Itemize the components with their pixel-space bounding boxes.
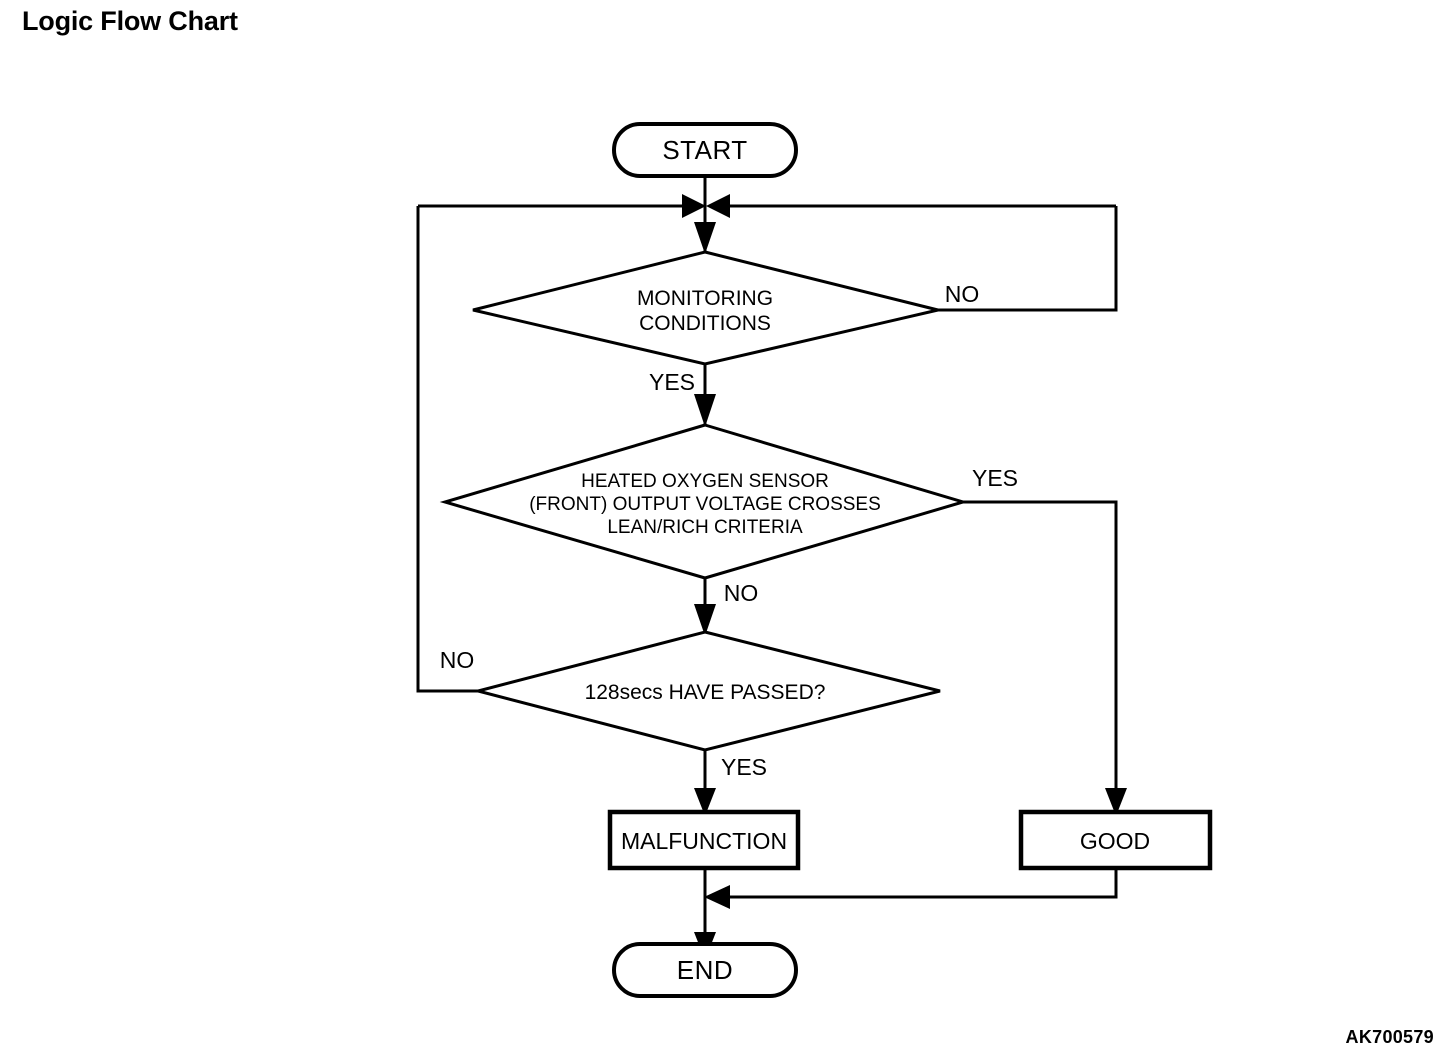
node-oxygen-label-line2: (FRONT) OUTPUT VOLTAGE CROSSES: [529, 494, 881, 515]
node-oxygen-sensor-check[interactable]: [439, 423, 969, 580]
node-malfunction[interactable]: [607, 809, 801, 871]
edge-label-o2-no: NO: [724, 580, 759, 606]
arrowhead-loop-left: [682, 194, 706, 218]
page-title: Logic Flow Chart: [22, 6, 238, 36]
arrowhead-good-merge: [704, 885, 730, 909]
arrowhead-into-timer: [694, 604, 716, 636]
edge-timer-no: [416, 206, 478, 693]
node-oxygen-label-line3: LEAN/RICH CRITERIA: [607, 517, 803, 538]
arrowhead-into-good: [1105, 788, 1127, 816]
edge-label-monitoring-no: NO: [945, 281, 980, 307]
node-timer-check[interactable]: [472, 630, 941, 752]
edge-label-timer-yes: YES: [721, 754, 767, 780]
node-malfunction-label: MALFUNCTION: [621, 828, 787, 854]
watermark-code: AK700579: [1345, 1027, 1434, 1047]
edge-label-monitoring-yes: YES: [649, 369, 695, 395]
node-timer-label: 128secs HAVE PASSED?: [585, 681, 826, 704]
edge-label-o2-yes: YES: [972, 465, 1018, 491]
node-start-label: START: [662, 135, 747, 165]
edge-good-to-end: [722, 868, 1118, 899]
edge-monitoring-no: [938, 206, 1118, 312]
node-monitoring-label-line1: MONITORING: [637, 287, 773, 310]
node-good[interactable]: [1018, 809, 1213, 871]
node-start[interactable]: [612, 122, 798, 178]
node-good-label: GOOD: [1080, 828, 1150, 854]
edge-o2-yes-to-good: [963, 500, 1118, 800]
arrowhead-into-monitoring: [694, 222, 716, 254]
node-end[interactable]: [612, 942, 798, 998]
arrowhead-into-malfunction: [694, 788, 716, 816]
node-oxygen-label-line1: HEATED OXYGEN SENSOR: [581, 471, 829, 492]
node-end-label: END: [677, 955, 733, 985]
edge-label-timer-no: NO: [440, 647, 475, 673]
node-monitoring-label-line2: CONDITIONS: [639, 312, 771, 335]
arrowhead-loop-right: [706, 194, 730, 218]
arrowhead-into-o2sensor: [694, 394, 716, 427]
node-monitoring-conditions[interactable]: [472, 250, 939, 366]
